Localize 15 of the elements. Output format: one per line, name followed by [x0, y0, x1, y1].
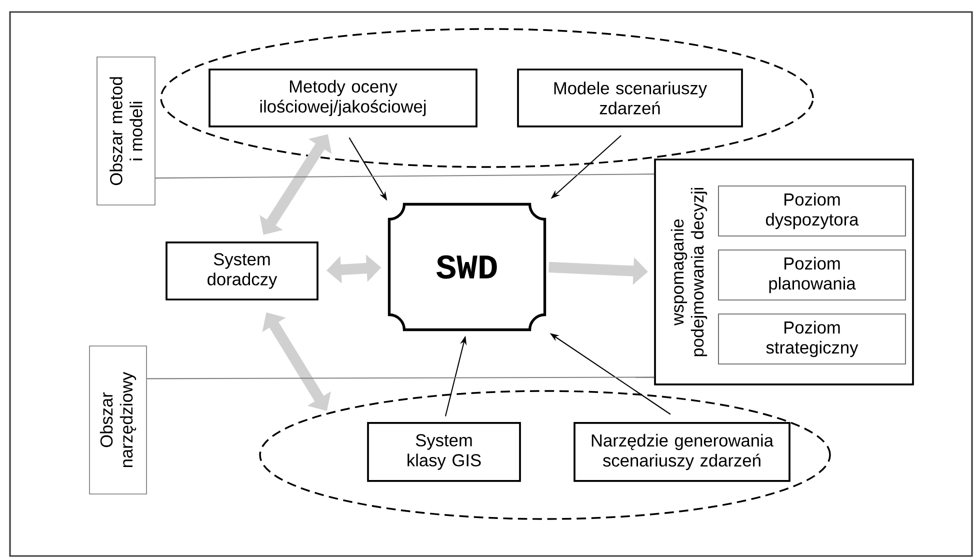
dashed-ellipse [160, 28, 814, 168]
level-box: Poziom strategiczny [718, 314, 906, 364]
process-box: Narzędzie generowania scenariuszy zdarzeń [574, 422, 790, 482]
process-box: Metody oceny ilościowej/jakościowej [208, 68, 478, 128]
dashed-ellipse [259, 390, 831, 520]
level-box: Poziom planowania [718, 250, 906, 300]
divider-line [155, 174, 654, 179]
area-label: Obszar metod i modeli [96, 56, 156, 206]
system-box: SWD [388, 202, 546, 332]
process-box: System doradczy [166, 242, 318, 300]
process-box: Modele scenariuszy zdarzeń [517, 68, 743, 128]
divider-line [146, 376, 654, 380]
process-box: System klasy GIS [367, 422, 521, 482]
area-label: Obszar narzędziowy [89, 346, 147, 494]
level-box: Poziom dyspozytora [718, 186, 906, 236]
